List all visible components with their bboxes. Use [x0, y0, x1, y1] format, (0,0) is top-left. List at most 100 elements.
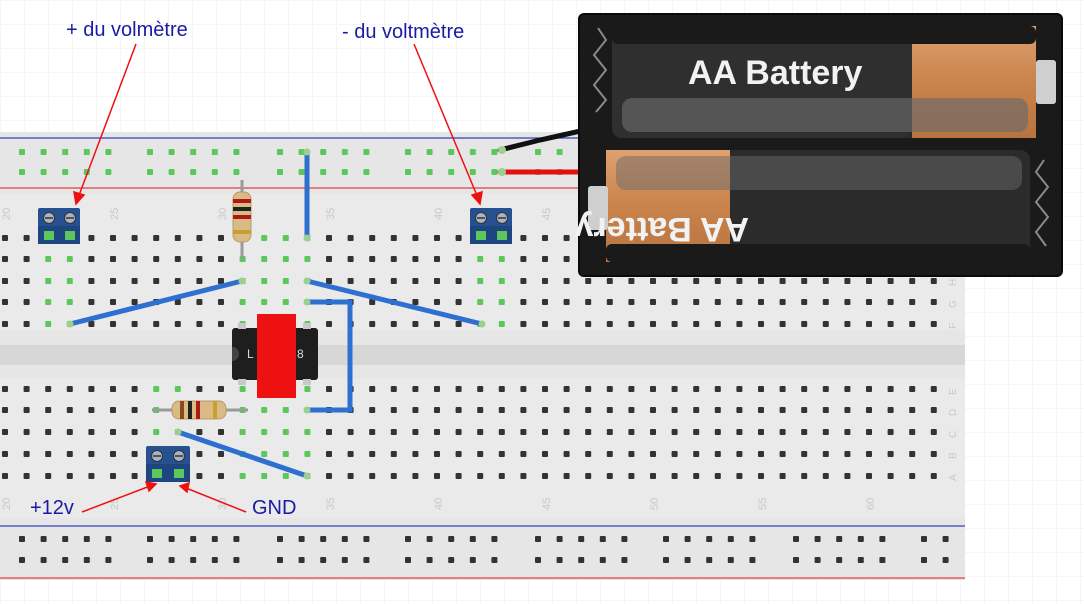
breadboard-hole	[105, 149, 112, 155]
column-number: 60	[865, 498, 877, 510]
breadboard-hole	[650, 321, 656, 327]
column-number: 50	[649, 498, 661, 510]
breadboard-hole	[650, 473, 656, 479]
chip-label-left: L	[247, 347, 254, 361]
breadboard-hole	[578, 557, 585, 563]
terminal-block-voltmeter-plus[interactable]	[38, 208, 80, 244]
column-number: 55	[757, 498, 769, 510]
breadboard-hole	[477, 473, 484, 479]
jumper-wire[interactable]	[175, 429, 310, 479]
breadboard-hole	[23, 278, 30, 284]
breadboard-hole	[930, 451, 937, 457]
breadboard-hole	[779, 321, 786, 327]
resistor-vertical[interactable]	[232, 180, 252, 258]
battery-black-wire[interactable]	[497, 127, 588, 153]
breadboard-hole	[650, 429, 656, 435]
center-channel	[0, 345, 965, 365]
breadboard-hole	[412, 429, 419, 435]
breadboard-hole	[412, 407, 419, 413]
breadboard-hole	[887, 278, 894, 284]
battery-holder[interactable]: AA Battery AA Battery	[574, 13, 1063, 277]
breadboard-hole	[326, 386, 332, 392]
battery-label-bottom: AA Battery	[574, 210, 749, 248]
breadboard-hole	[563, 278, 570, 284]
breadboard-hole	[879, 536, 886, 542]
breadboard-hole	[304, 451, 311, 457]
breadboard-hole	[866, 429, 872, 435]
breadboard-hole	[168, 149, 175, 155]
arrowhead	[178, 481, 191, 494]
breadboard-hole	[469, 169, 476, 175]
breadboard-hole	[477, 256, 484, 262]
breadboard-hole	[585, 299, 592, 305]
breadboard-hole	[736, 321, 743, 327]
breadboard-hole	[628, 407, 635, 413]
breadboard-hole	[814, 557, 821, 563]
wire-end	[498, 168, 506, 176]
breadboard-hole	[671, 321, 678, 327]
breadboard-hole	[822, 429, 829, 435]
breadboard-hole	[585, 407, 592, 413]
column-number: 45	[541, 498, 553, 510]
breadboard-hole	[412, 321, 419, 327]
breadboard-hole	[174, 278, 181, 284]
breadboard-hole	[110, 299, 116, 305]
breadboard-hole	[2, 451, 8, 457]
breadboard-hole	[110, 321, 116, 327]
breadboard-hole	[866, 407, 872, 413]
column-number: 40	[433, 208, 445, 220]
jumper-wire[interactable]	[67, 278, 245, 327]
breadboard-hole	[520, 451, 527, 457]
breadboard-hole	[2, 429, 8, 435]
breadboard-hole	[491, 557, 498, 563]
breadboard-hole	[585, 386, 592, 392]
terminal-block-voltmeter-minus[interactable]	[470, 208, 512, 244]
arrow-gnd	[185, 487, 247, 513]
breadboard-hole	[736, 429, 743, 435]
breadboard-hole	[40, 149, 47, 155]
breadboard-hole	[218, 278, 224, 284]
breadboard-hole	[727, 536, 734, 542]
breadboard-hole	[174, 299, 181, 305]
breadboard-hole	[563, 407, 570, 413]
jumper-wire[interactable]	[304, 278, 485, 327]
breadboard-hole	[693, 299, 700, 305]
breadboard-hole	[2, 256, 8, 262]
breadboard-hole	[304, 429, 311, 435]
terminal-block-power[interactable]	[146, 446, 190, 482]
breadboard-hole	[844, 386, 851, 392]
breadboard-hole	[23, 386, 30, 392]
breadboard-hole	[218, 451, 224, 457]
breadboard-hole	[520, 407, 527, 413]
breadboard-hole	[736, 407, 743, 413]
breadboard-hole	[131, 451, 138, 457]
resistor-horizontal[interactable]	[152, 400, 248, 420]
row-letter: B	[948, 452, 959, 459]
breadboard-hole	[405, 536, 411, 542]
breadboard-hole	[45, 451, 52, 457]
breadboard-hole	[211, 536, 218, 542]
breadboard-hole	[758, 278, 764, 284]
breadboard-hole	[663, 557, 669, 563]
spring-contact	[592, 27, 608, 113]
breadboard-hole	[477, 278, 484, 284]
breadboard-hole	[542, 278, 548, 284]
breadboard-hole	[298, 169, 305, 175]
ic-chip[interactable]: L 8	[232, 314, 318, 398]
breadboard-hole	[793, 536, 799, 542]
jumper-wire[interactable]	[304, 299, 353, 413]
breadboard-hole	[110, 407, 116, 413]
breadboard-hole	[455, 386, 462, 392]
breadboard-hole	[390, 407, 397, 413]
column-number: 20	[1, 498, 13, 510]
breadboard-hole	[153, 321, 160, 327]
breadboard-hole	[412, 473, 419, 479]
breadboard-hole	[62, 169, 69, 175]
breadboard-hole	[261, 429, 268, 435]
breadboard-hole	[196, 256, 203, 262]
breadboard-hole	[347, 256, 354, 262]
breadboard-hole	[606, 473, 613, 479]
breadboard-hole	[23, 321, 30, 327]
breadboard-hole	[218, 235, 224, 241]
